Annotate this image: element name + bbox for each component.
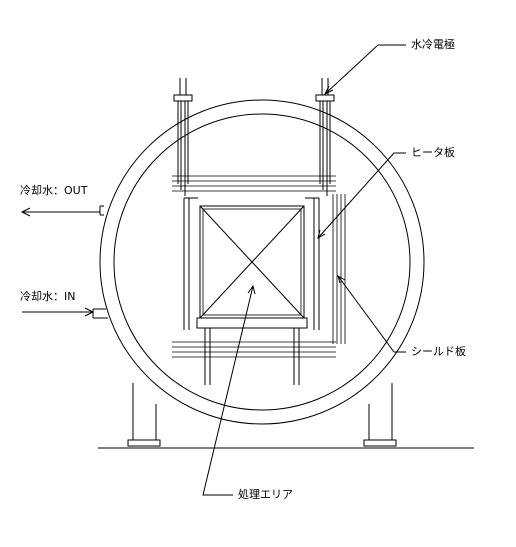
right-electrode	[315, 78, 335, 196]
heater-leader	[317, 152, 406, 240]
cooling-in-arrow	[22, 307, 95, 317]
bottom-shield-plates	[172, 341, 336, 358]
left-heater-plate	[183, 197, 198, 330]
treatment-area-leader	[202, 284, 256, 496]
cooling-out-label: 冷却水：OUT	[20, 184, 88, 197]
electrode-leader	[323, 44, 406, 96]
cooling-in-pipe	[92, 308, 108, 319]
left-electrode	[173, 78, 193, 196]
cooling-out-arrow	[20, 207, 100, 217]
heater-label: ヒータ板	[411, 146, 455, 159]
cooling-in-label: 冷却水：IN	[20, 290, 76, 303]
inner-vessel	[113, 113, 411, 411]
top-shield-plates	[172, 175, 336, 192]
side-shield-plates	[332, 194, 346, 344]
right-heater-plate	[305, 197, 320, 330]
shield-label: シールド板	[411, 345, 466, 358]
hearth-table	[196, 317, 308, 385]
left-support-leg	[127, 383, 161, 447]
outer-vessel	[99, 99, 425, 425]
electrode-label: 水冷電極	[411, 38, 455, 51]
right-support-leg	[363, 383, 397, 447]
cooling-out-pipe	[99, 205, 104, 216]
shield-leader	[337, 274, 406, 353]
treatment-area-label: 処理エリア	[238, 488, 293, 501]
treatment-box	[199, 205, 305, 319]
